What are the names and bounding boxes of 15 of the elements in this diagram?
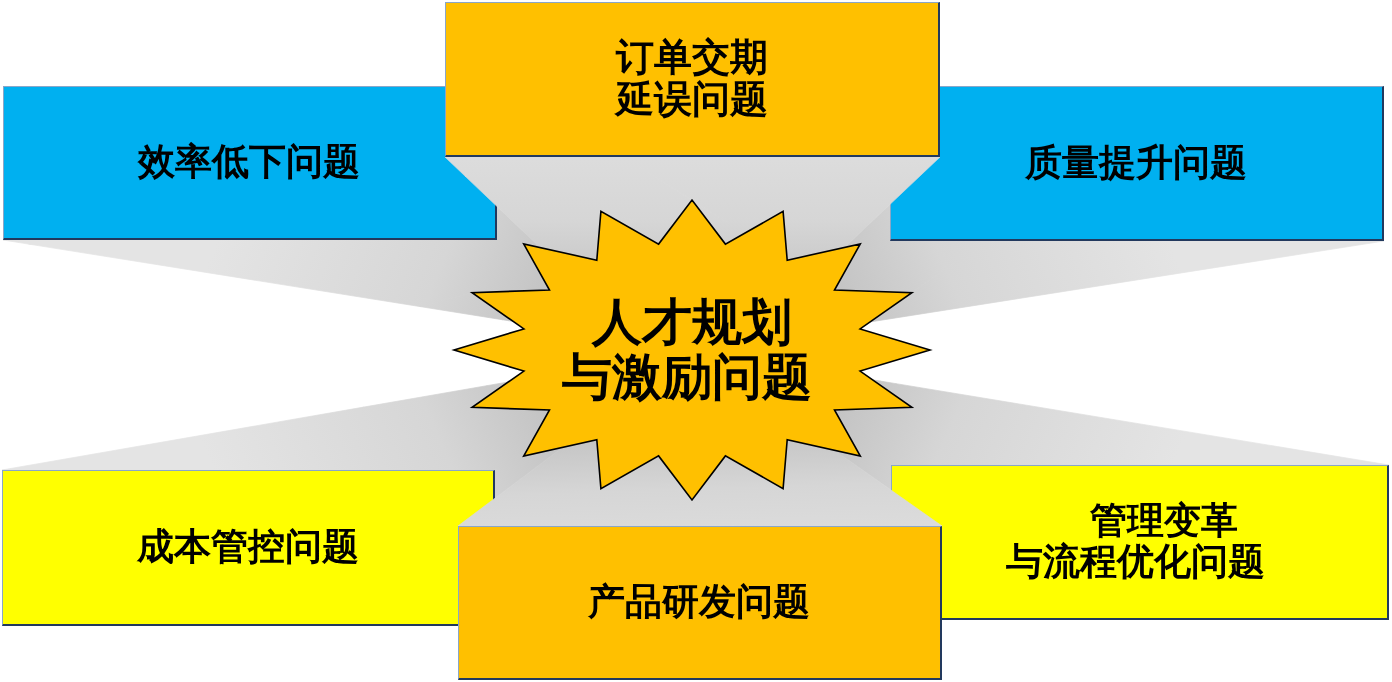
topic-box [2,470,495,626]
topic-label: 成本管控问题 [136,527,360,568]
topic-box [891,465,1389,620]
topic-label: 订单交期延误问题 [614,37,769,121]
topic-box [3,86,497,240]
topic-label: 管理变革与流程优化问题 [1006,501,1267,583]
extrusion-band [444,156,941,261]
extrusion-band [457,439,943,527]
topic-label: 质量提升问题 [1024,142,1249,184]
central-topic-label: 人才规划与激励问题 [562,295,813,405]
topic-box [458,526,942,680]
topic-label: 产品研发问题 [587,582,812,623]
topic-label: 效率低下问题 [136,142,362,183]
topic-box [890,86,1384,241]
topic-box [445,2,940,157]
